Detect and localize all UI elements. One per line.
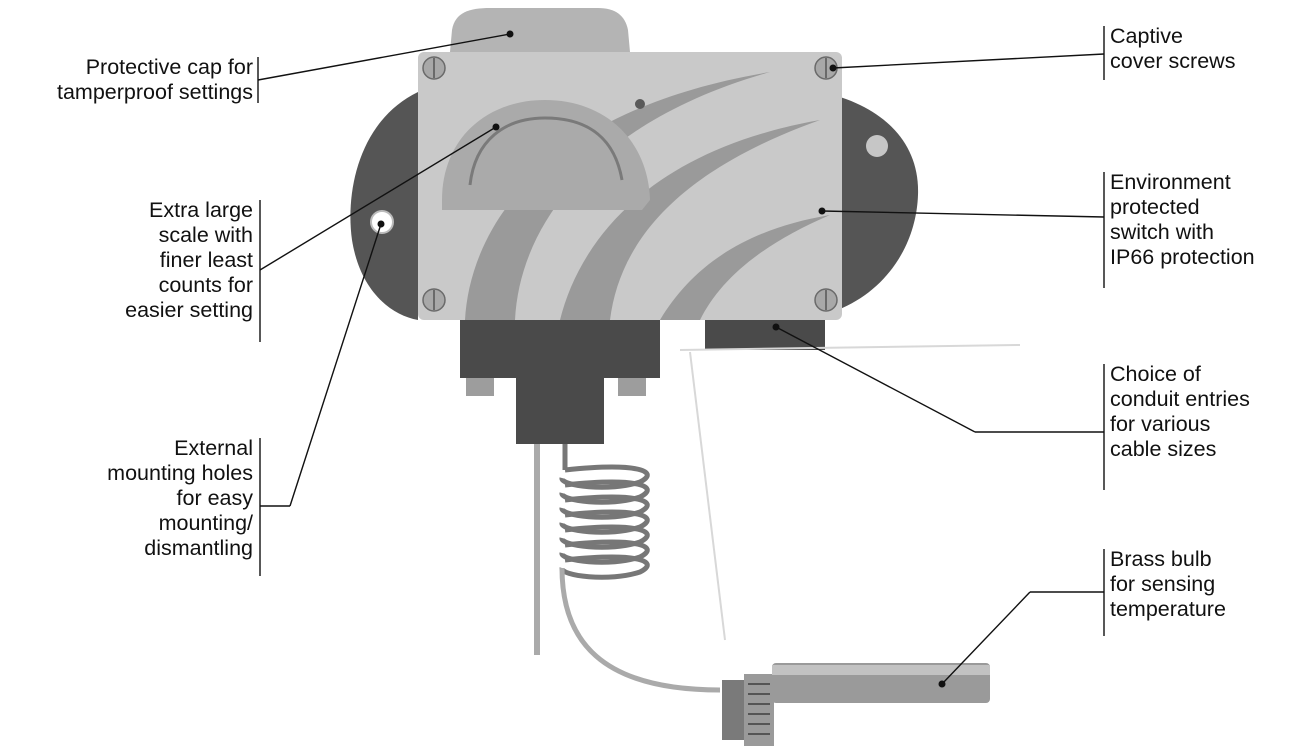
callout-line: Environment	[1110, 170, 1231, 194]
callout-line: protected	[1110, 195, 1200, 219]
capillary-coil	[559, 444, 650, 580]
callout-line: Extra large	[149, 198, 253, 222]
callout-line: Choice of	[1110, 362, 1201, 386]
mounting-hole-right	[866, 135, 888, 157]
callout-line: easier setting	[125, 298, 253, 322]
callout-line: mounting/	[158, 511, 253, 535]
capillary-lead	[559, 567, 721, 693]
callout-line: conduit entries	[1110, 387, 1250, 411]
callout-line: scale with	[158, 223, 253, 247]
callout-protective-cap: Protective cap for tamperproof settings	[57, 55, 253, 105]
base-bolt-left	[466, 378, 494, 396]
base-bolt-right	[618, 378, 646, 396]
callout-line: dismantling	[144, 536, 253, 560]
callout-line: tamperproof settings	[57, 80, 253, 104]
leader-dots	[377, 30, 946, 688]
callout-large-scale: Extra large scale with finer least count…	[125, 198, 253, 323]
callout-line: finer least	[159, 248, 253, 272]
callout-environment-switch: Environment protected switch with IP66 p…	[1110, 170, 1255, 270]
callout-line: switch with	[1110, 220, 1214, 244]
brass-bulb-assembly	[722, 663, 990, 746]
callout-line: Brass bulb	[1110, 547, 1212, 571]
callout-line: mounting holes	[107, 461, 253, 485]
callout-line: IP66 protection	[1110, 245, 1255, 269]
callout-conduit-entries: Choice of conduit entries for various ca…	[1110, 362, 1250, 462]
stem-block	[516, 378, 604, 444]
callout-line: cable sizes	[1110, 437, 1217, 461]
conduit-entry	[705, 320, 825, 350]
callout-brass-bulb: Brass bulb for sensing temperature	[1110, 547, 1226, 622]
callout-line: External	[174, 436, 253, 460]
callout-line: temperature	[1110, 597, 1226, 621]
callout-line: cover screws	[1110, 49, 1236, 73]
callout-line: Protective cap for	[85, 55, 253, 79]
callout-line: for easy	[176, 486, 253, 510]
callout-line: for sensing	[1110, 572, 1216, 596]
base-block	[460, 320, 660, 378]
callout-line: for various	[1110, 412, 1211, 436]
background-lines	[679, 344, 1021, 641]
mounting-flange	[350, 92, 919, 320]
callout-line: counts for	[158, 273, 253, 297]
callout-mounting-holes: External mounting holes for easy mountin…	[107, 436, 253, 561]
protective-cap	[450, 8, 630, 52]
callout-line: Captive	[1110, 24, 1183, 48]
leader-lines	[257, 26, 1105, 685]
callout-cover-screws: Captive cover screws	[1110, 24, 1235, 74]
